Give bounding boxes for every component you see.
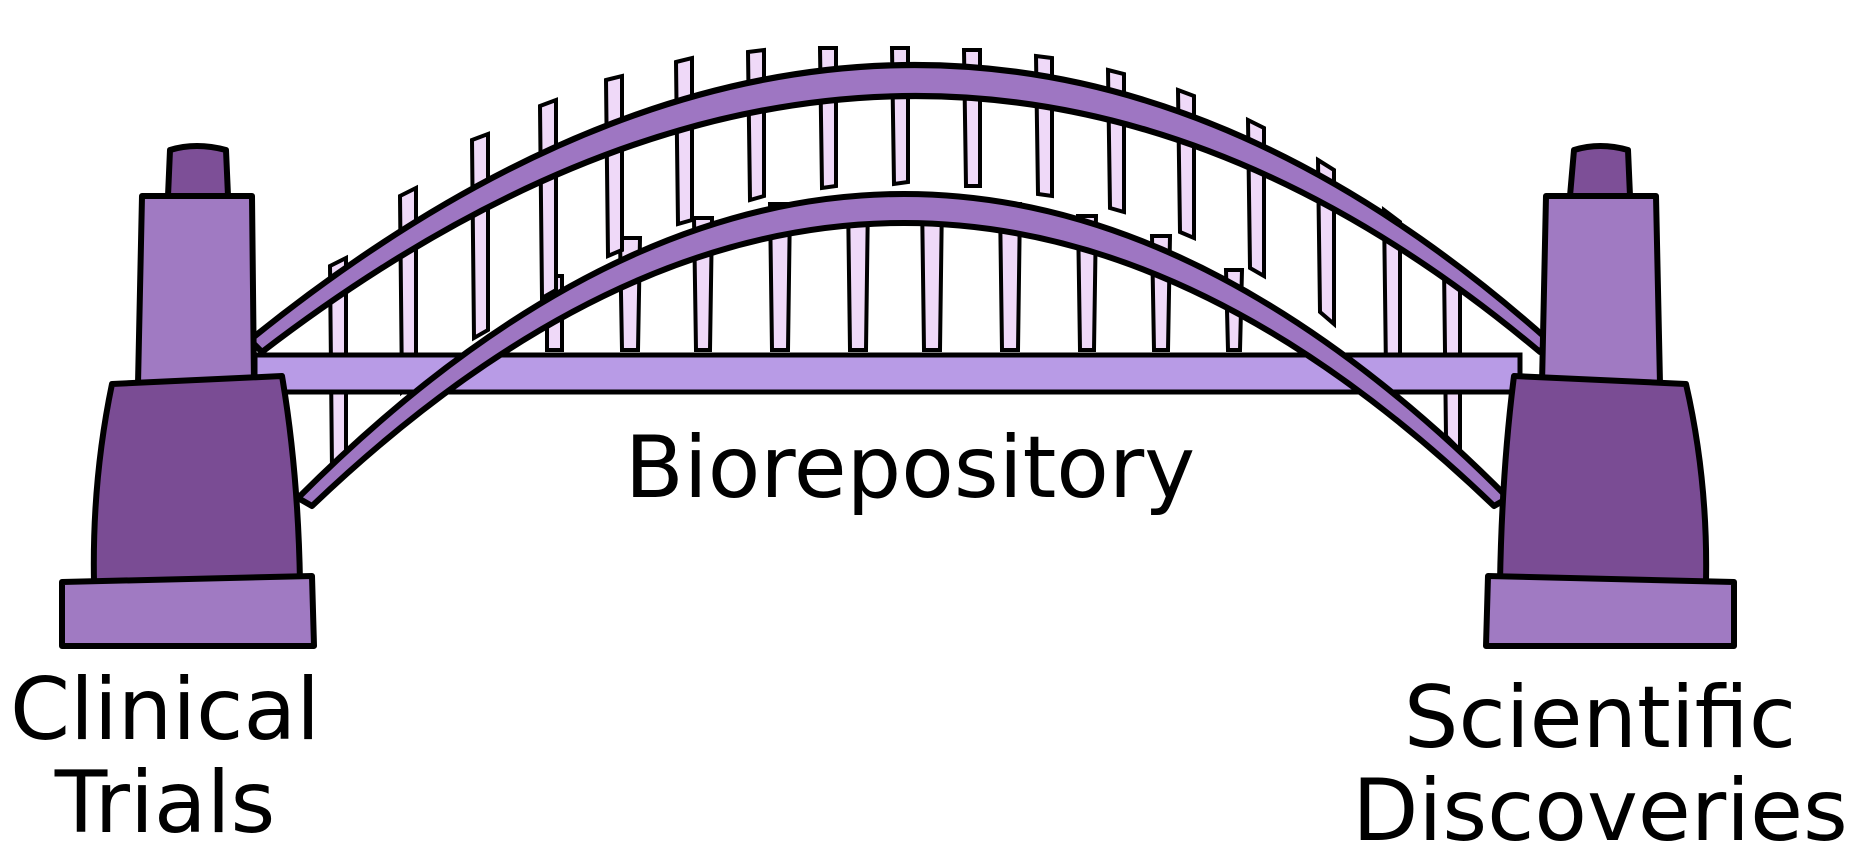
clinical-trials-label: Clinical Trials (0, 664, 330, 850)
left-tower (62, 146, 314, 646)
clinical-trials-label-line-2: Trials (0, 757, 330, 850)
biorepository-label-text: Biorepository (620, 422, 1200, 515)
scientific-discoveries-label-line-1: Scientific (1340, 672, 1860, 765)
right-tower (1486, 146, 1734, 646)
upper-hangers (330, 48, 1460, 470)
clinical-trials-label-line-1: Clinical (0, 664, 330, 757)
scientific-discoveries-label: Scientific Discoveries (1340, 672, 1860, 858)
scientific-discoveries-label-line-2: Discoveries (1340, 765, 1860, 858)
biorepository-label: Biorepository (620, 422, 1200, 515)
